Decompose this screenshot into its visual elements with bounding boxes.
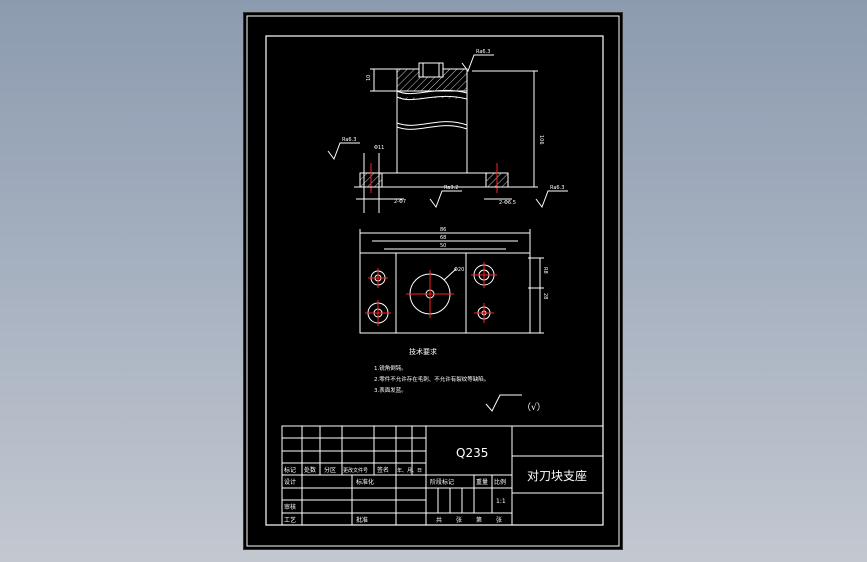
material: Q235 xyxy=(456,446,488,460)
tb-review: 审核 xyxy=(284,503,296,511)
dim-holes-right: 2-Φ6.5 xyxy=(499,200,516,206)
tb-sheets: 张 xyxy=(456,516,462,524)
dim-height: 106 xyxy=(538,135,544,145)
dim-bore: Φ11 xyxy=(374,145,384,151)
dim-top-roughness: Ra6.3 xyxy=(476,49,490,55)
requirement-2: 2.零件不允许存在毛刺、不允许有裂纹等缺陷。 xyxy=(374,375,489,383)
dim-left-roughness: Ra6.3 xyxy=(342,137,356,143)
dim-bottom-roughness: Ra3.2 xyxy=(444,185,458,191)
tb-mark: 标记 xyxy=(284,466,296,474)
tb-stage-mark: 阶段标记 xyxy=(430,478,454,486)
dim-vert-b: 28 xyxy=(542,293,548,299)
dim-vert-a: R8 xyxy=(542,267,548,274)
dim-width-mid: 68 xyxy=(440,235,446,241)
center-lines xyxy=(365,262,497,326)
tb-scale: 1:1 xyxy=(496,498,506,505)
part-title: 对刀块支座 xyxy=(527,468,587,483)
tb-change-doc: 更改文件号 xyxy=(343,467,368,474)
tb-date: 年、月、日 xyxy=(397,467,422,474)
dim-width-inner: 50 xyxy=(440,243,446,249)
tb-zone: 分区 xyxy=(324,466,336,474)
roughness-note: （√） xyxy=(522,402,546,413)
outer-frame xyxy=(246,15,620,547)
front-view xyxy=(327,54,568,213)
tb-sheets-2: 张 xyxy=(496,516,502,524)
cad-drawing: Ra6.3 Ra6.3 Ra3.2 Ra6.3 106 10 Φ11 2-Φ7 … xyxy=(246,15,620,547)
tb-count: 处数 xyxy=(304,466,316,474)
dim-width-total: 86 xyxy=(440,227,446,233)
tb-total: 共 xyxy=(436,516,442,524)
roughness-symbol xyxy=(485,394,522,412)
drawing-sheet: Ra6.3 Ra6.3 Ra3.2 Ra6.3 106 10 Φ11 2-Φ7 … xyxy=(244,13,622,549)
inner-frame xyxy=(265,35,604,526)
requirement-3: 3.表面发蓝。 xyxy=(374,386,407,394)
tb-page: 第 xyxy=(476,516,482,524)
tb-ratio: 比例 xyxy=(494,478,506,486)
dim-top-small: 10 xyxy=(366,75,372,81)
tb-standardize: 标准化 xyxy=(356,478,374,486)
dim-right-roughness: Ra6.3 xyxy=(550,185,564,191)
title-block xyxy=(281,425,604,526)
dim-center-hole: Φ20 xyxy=(454,267,464,273)
requirements-title: 技术要求 xyxy=(409,347,437,356)
dim-holes-left: 2-Φ7 xyxy=(394,199,406,205)
tb-design: 设计 xyxy=(284,478,296,486)
requirement-1: 1.锐角倒钝。 xyxy=(374,364,407,372)
top-view xyxy=(359,229,544,334)
tb-weight: 重量 xyxy=(476,478,488,486)
tb-approve: 批准 xyxy=(356,516,368,524)
tb-process: 工艺 xyxy=(284,516,296,524)
tb-signature: 签名 xyxy=(377,466,389,474)
